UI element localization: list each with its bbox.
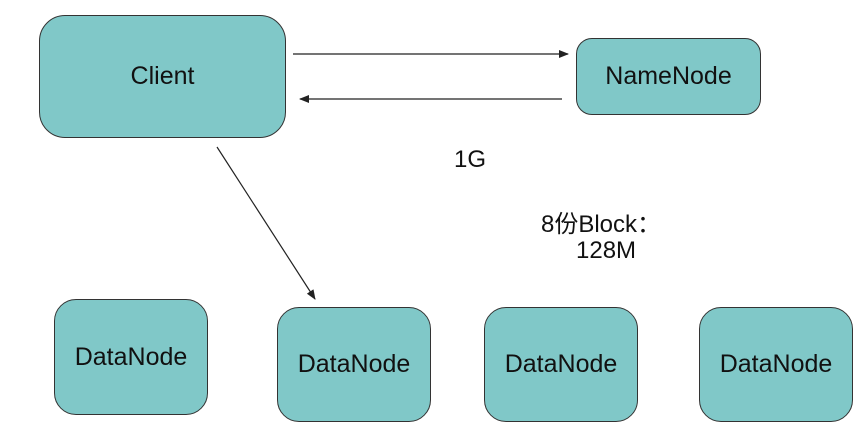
datanode-4-label: DataNode xyxy=(719,350,833,378)
block-size-label: 128M xyxy=(576,237,637,264)
namenode-label: NameNode xyxy=(605,62,732,90)
datanode-3: DataNode xyxy=(484,307,638,422)
block-count-label: 8份Block： xyxy=(541,211,662,238)
datanode-3-label: DataNode xyxy=(504,350,618,378)
datanode-2: DataNode xyxy=(277,307,431,422)
file-size-label: 1G xyxy=(454,146,487,173)
datanode-1-label: DataNode xyxy=(74,342,188,371)
client-label: Client xyxy=(130,62,195,90)
datanode-1: DataNode xyxy=(54,299,208,415)
arrow-client-to-datanode xyxy=(216,146,316,300)
datanode-2-label: DataNode xyxy=(297,350,411,378)
datanode-4: DataNode xyxy=(699,307,853,422)
namenode-node: NameNode xyxy=(576,38,761,115)
client-node: Client xyxy=(39,15,286,138)
